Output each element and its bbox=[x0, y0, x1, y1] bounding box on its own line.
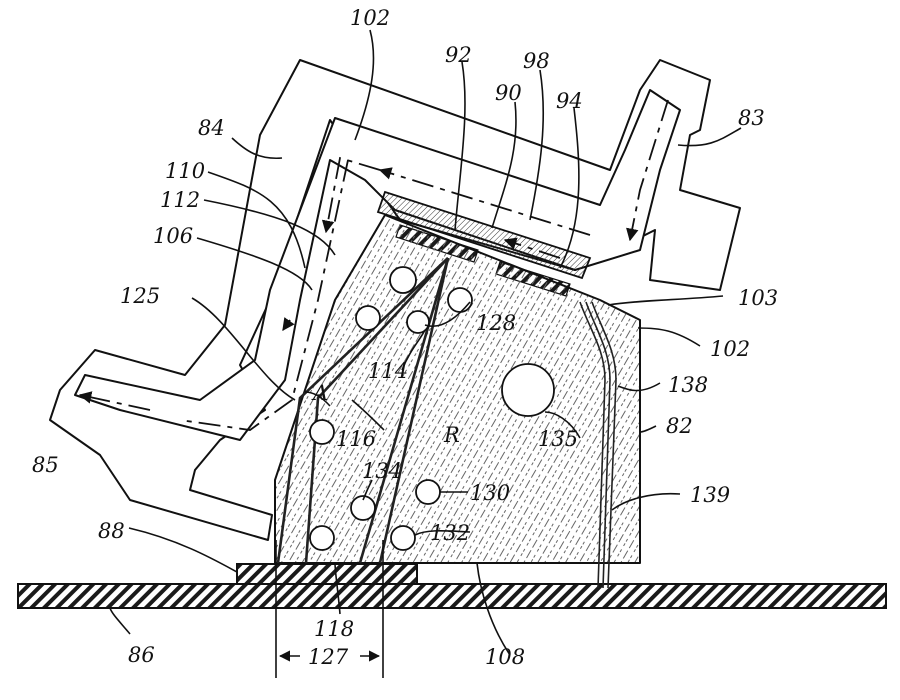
label-98: 98 bbox=[523, 49, 550, 73]
light-rays bbox=[276, 257, 450, 564]
label-83: 83 bbox=[738, 106, 765, 130]
label-86: 86 bbox=[128, 643, 155, 667]
optical-block-82 bbox=[274, 214, 641, 564]
label-110: 110 bbox=[165, 159, 205, 183]
dimension-127 bbox=[275, 540, 384, 678]
label-116: 116 bbox=[336, 427, 376, 451]
reference-numerals: 102 92 98 90 94 84 83 110 112 106 125 10… bbox=[32, 6, 778, 669]
leader-lines bbox=[109, 29, 742, 656]
label-134: 134 bbox=[362, 459, 402, 483]
fiber-139 bbox=[579, 301, 617, 589]
label-82: 82 bbox=[666, 414, 693, 438]
label-139: 139 bbox=[690, 483, 730, 507]
label-128: 128 bbox=[476, 311, 516, 335]
label-102-top: 102 bbox=[350, 6, 390, 30]
label-130: 130 bbox=[470, 481, 510, 505]
label-138: 138 bbox=[668, 373, 708, 397]
label-A: A bbox=[311, 381, 328, 405]
label-125: 125 bbox=[120, 284, 160, 308]
label-84: 84 bbox=[198, 116, 225, 140]
label-132: 132 bbox=[430, 521, 470, 545]
flow-arrows bbox=[78, 99, 669, 431]
label-112: 112 bbox=[160, 188, 200, 212]
label-92: 92 bbox=[445, 43, 472, 67]
flow-channel bbox=[74, 89, 681, 441]
label-135: 135 bbox=[538, 427, 578, 451]
label-103: 103 bbox=[738, 286, 778, 310]
label-102-right: 102 bbox=[710, 337, 750, 361]
label-106: 106 bbox=[153, 224, 193, 248]
pad-88 bbox=[236, 563, 418, 585]
label-118: 118 bbox=[314, 617, 354, 641]
label-127: 127 bbox=[308, 645, 349, 669]
label-114: 114 bbox=[368, 359, 408, 383]
label-108: 108 bbox=[485, 645, 525, 669]
label-85: 85 bbox=[32, 453, 59, 477]
housing bbox=[49, 59, 741, 541]
substrate-86 bbox=[17, 583, 887, 609]
label-R: R bbox=[443, 423, 460, 447]
label-88: 88 bbox=[98, 519, 125, 543]
label-94: 94 bbox=[556, 89, 583, 113]
label-90: 90 bbox=[495, 81, 522, 105]
